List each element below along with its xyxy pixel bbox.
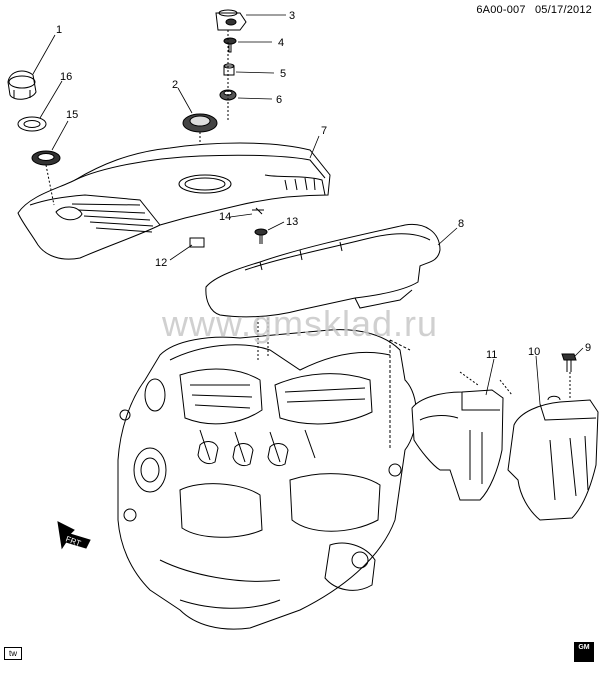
callout-labels: 1 2 3 4 5 6 7 8 9 10 11 12 13 14 15 16 F… — [56, 10, 591, 548]
oil-filler-cap — [7, 70, 37, 100]
front-direction-arrow — [57, 521, 91, 550]
callout-13: 13 — [286, 216, 298, 228]
callout-12: 12 — [155, 257, 167, 269]
callout-4: 4 — [278, 37, 284, 49]
gm-logo-text: GM — [578, 644, 590, 651]
oil-cap-seal — [17, 116, 47, 132]
oil-fill-grommet — [31, 150, 61, 166]
insulator-bolt — [254, 228, 268, 244]
callout-11: 11 — [486, 349, 497, 361]
callout-2: 2 — [172, 79, 178, 91]
callout-9: 9 — [585, 342, 591, 354]
ignition-coil-cover-right — [507, 395, 599, 521]
coil-cover-bolt — [561, 353, 577, 372]
intake-insulator — [205, 223, 441, 318]
ignition-coil-cover-left — [411, 389, 504, 501]
callout-leaders — [32, 14, 584, 405]
cover-bumper — [189, 237, 205, 248]
cover-bolt — [223, 37, 237, 53]
diagram-date: 05/17/2012 — [534, 4, 592, 16]
engine-assembly — [117, 329, 417, 630]
cover-clip — [252, 207, 264, 215]
cover-fastener — [215, 9, 247, 31]
intake-cover-insulator — [182, 113, 218, 133]
callout-8: 8 — [458, 218, 464, 230]
callout-5: 5 — [280, 68, 286, 80]
callout-7: 7 — [321, 125, 327, 137]
callout-15: 15 — [66, 109, 78, 121]
diagram-code: 6A00-007 — [476, 4, 526, 16]
callout-16: 16 — [60, 71, 72, 83]
callout-3: 3 — [289, 10, 295, 22]
callout-10: 10 — [528, 346, 540, 358]
callout-1: 1 — [56, 24, 62, 36]
callout-6: 6 — [276, 94, 282, 106]
tw-badge: tw — [4, 647, 22, 660]
engine-cover — [17, 142, 331, 260]
cover-spacer — [223, 63, 235, 76]
gm-logo: GM — [574, 642, 594, 662]
diagram-header: 6A00-007 05/17/2012 — [470, 4, 592, 16]
callout-14: 14 — [219, 211, 231, 223]
